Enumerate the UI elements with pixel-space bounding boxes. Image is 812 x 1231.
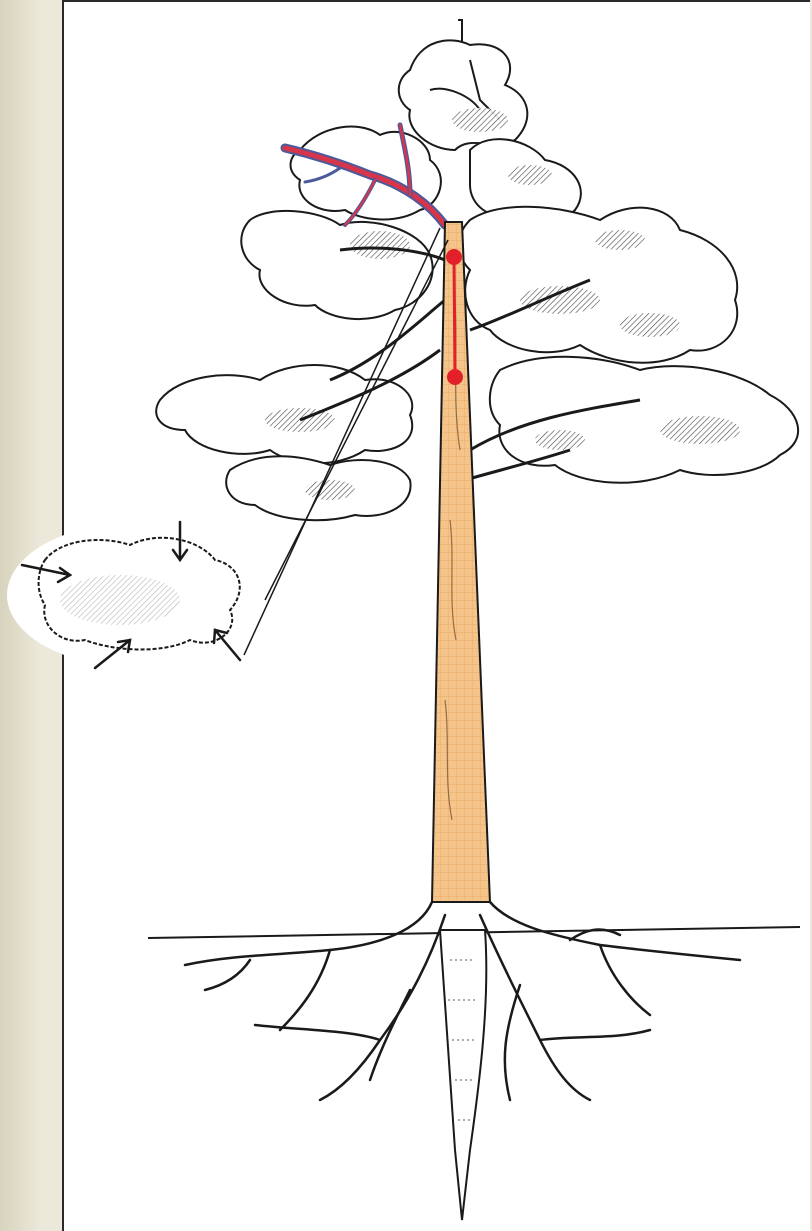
marker-bottom: [447, 369, 463, 385]
taproot: [440, 930, 486, 1220]
foliage-inset: [7, 523, 263, 667]
marker-top: [446, 249, 462, 265]
